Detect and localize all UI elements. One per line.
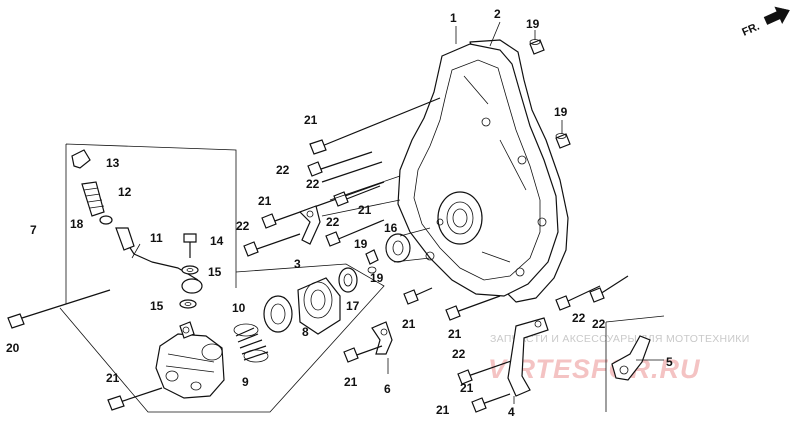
callout-2: 2 — [494, 7, 501, 21]
callout-21: 21 — [358, 203, 372, 217]
cover-boss-inner — [452, 208, 468, 228]
callout-19: 19 — [526, 17, 540, 31]
callout-22: 22 — [592, 317, 606, 331]
cover-ribs — [463, 75, 527, 263]
front-direction-arrow: FR. — [740, 6, 790, 39]
guide-lines — [321, 175, 431, 263]
callout-labels: 1 2 19 19 21 22 22 13 12 18 7 11 14 15 1… — [6, 7, 673, 419]
callout-12: 12 — [118, 185, 132, 199]
dowel-pin — [365, 249, 379, 265]
watermark-caption: ЗАПЧАСТИ И АКСЕССУАРЫ ДЛЯ МОТОТЕХНИКИ — [490, 333, 750, 345]
callout-21: 21 — [304, 113, 318, 127]
callout-15: 15 — [208, 265, 222, 279]
callout-21: 21 — [258, 194, 272, 208]
piston-seal — [263, 295, 293, 333]
callout-4: 4 — [508, 405, 515, 419]
o-ring — [99, 215, 113, 225]
callout-7: 7 — [30, 223, 37, 237]
cover-body — [397, 43, 559, 297]
spring — [235, 327, 269, 361]
callout-8: 8 — [302, 325, 309, 339]
callout-20: 20 — [6, 341, 20, 355]
callout-22: 22 — [572, 311, 586, 325]
callout-21: 21 — [436, 403, 450, 417]
washer — [181, 265, 199, 275]
callout-14: 14 — [210, 234, 224, 248]
front-label: FR. — [740, 21, 761, 39]
dowel-pin — [555, 133, 571, 149]
cover-rim — [413, 59, 541, 281]
callout-21: 21 — [448, 327, 462, 341]
callout-19: 19 — [370, 271, 384, 285]
dowel-pin — [529, 39, 545, 55]
bolt-14-group — [179, 233, 199, 309]
callout-6: 6 — [384, 382, 391, 396]
cover-boss — [437, 191, 483, 245]
ring — [338, 267, 358, 293]
callout-18: 18 — [70, 217, 84, 231]
cover-hole — [425, 251, 435, 261]
callout-22: 22 — [276, 163, 290, 177]
cylinder-housing — [155, 321, 225, 399]
cover-hole — [436, 218, 444, 226]
cover-hole — [481, 117, 491, 127]
callout-13: 13 — [106, 156, 120, 170]
callout-21: 21 — [344, 375, 358, 389]
callout-22: 22 — [452, 347, 466, 361]
cover-assembly — [397, 39, 569, 303]
piston-group — [59, 263, 385, 413]
callout-22: 22 — [326, 215, 340, 229]
callout-17: 17 — [346, 299, 360, 313]
cover-hole — [537, 217, 547, 227]
bolts-group — [243, 97, 441, 257]
callout-11: 11 — [150, 231, 163, 245]
callout-22: 22 — [236, 219, 250, 233]
callout-1: 1 — [450, 11, 457, 25]
washer — [179, 299, 197, 309]
clamp-6 — [371, 321, 393, 374]
callout-19: 19 — [354, 237, 368, 251]
callout-10: 10 — [232, 301, 246, 315]
callout-15: 15 — [150, 299, 164, 313]
callout-22: 22 — [306, 177, 320, 191]
adjuster-spring — [81, 181, 105, 217]
cover-hole — [517, 155, 527, 165]
lower-bolts — [343, 275, 629, 413]
bearing — [385, 233, 411, 263]
clamp-3 — [298, 205, 321, 245]
front-arrow-icon — [763, 6, 790, 25]
piston — [297, 277, 341, 335]
callout-3: 3 — [294, 257, 301, 271]
bracket-4 — [507, 317, 549, 404]
cover-boss-hole — [446, 201, 474, 235]
callout-21: 21 — [460, 381, 474, 395]
callout-21: 21 — [106, 371, 120, 385]
callout-leaders — [455, 21, 563, 134]
clip — [71, 149, 91, 169]
callout-21: 21 — [402, 317, 416, 331]
callout-16: 16 — [384, 221, 398, 235]
callout-19: 19 — [554, 105, 568, 119]
adjuster-group — [65, 143, 237, 304]
callout-9: 9 — [242, 375, 249, 389]
bolt-20 — [7, 289, 111, 329]
dowel-pin — [367, 266, 377, 274]
bearing-group — [365, 233, 411, 274]
callout-5: 5 — [666, 355, 673, 369]
cover-hole — [515, 267, 525, 277]
bolt-21-lower — [107, 387, 163, 411]
bracket-5 — [605, 315, 665, 412]
